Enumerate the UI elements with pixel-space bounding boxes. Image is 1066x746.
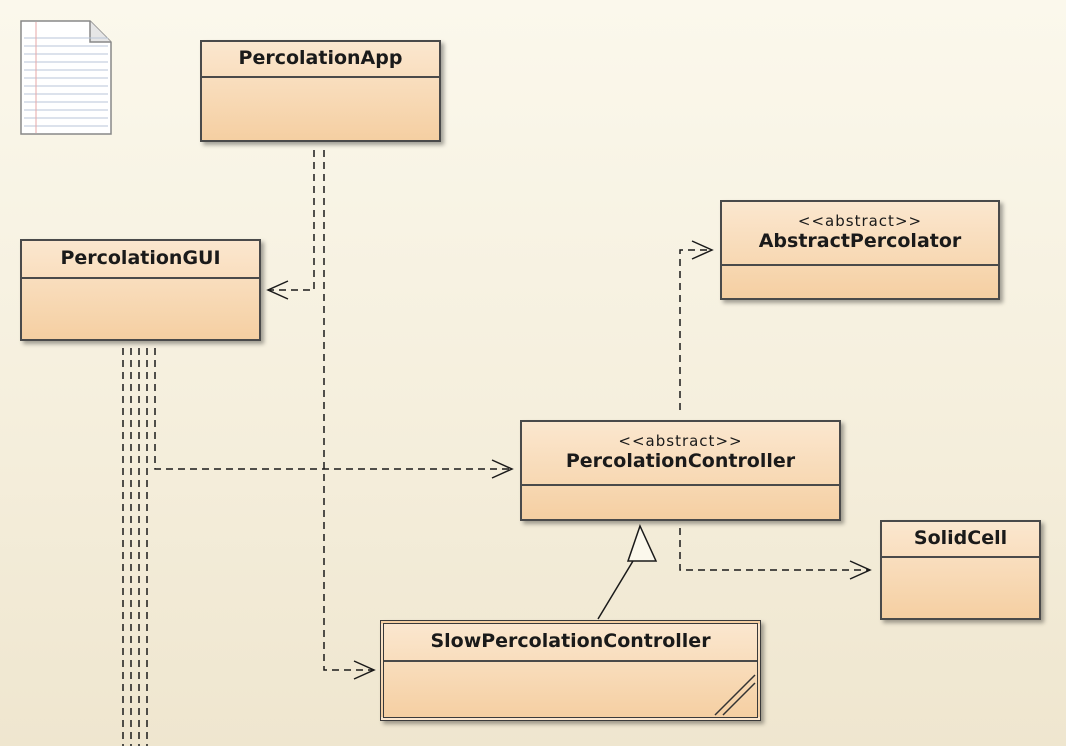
class-solid-cell[interactable]: SolidCell [880, 520, 1041, 620]
dependency-app-to-slow-controller [323, 150, 374, 671]
class-stereotype: <<abstract>> [618, 432, 743, 451]
class-name: SolidCell [913, 527, 1008, 550]
class-name: SlowPercolationController [430, 630, 711, 653]
generalization-triangle [626, 523, 658, 562]
class-header: <<abstract>> PercolationController [522, 422, 839, 486]
dependency-controller-to-solidcell [679, 528, 870, 571]
class-abstract-percolator[interactable]: <<abstract>> AbstractPercolator [720, 200, 1000, 300]
class-header: SlowPercolationController [384, 624, 757, 662]
class-name: PercolationController [565, 449, 796, 472]
class-header: PercolationApp [202, 42, 439, 78]
active-class-corner-icon [714, 674, 756, 716]
class-name: PercolationGUI [60, 247, 221, 270]
class-header: PercolationGUI [22, 241, 259, 279]
class-stereotype: <<abstract>> [797, 212, 923, 231]
generalization-line [597, 560, 634, 620]
class-name: AbstractPercolator [758, 229, 962, 252]
class-percolation-gui[interactable]: PercolationGUI [20, 239, 261, 341]
class-header: <<abstract>> AbstractPercolator [722, 202, 998, 266]
dependency-gui-to-controller [154, 348, 512, 470]
dependency-app-to-gui [268, 150, 315, 291]
arrowhead-controller [491, 459, 514, 479]
class-percolation-app[interactable]: PercolationApp [200, 40, 441, 142]
arrowhead-gui [266, 280, 289, 300]
class-percolation-controller[interactable]: <<abstract>> PercolationController [520, 420, 841, 521]
arrowhead-percolator [691, 240, 714, 260]
note-icon[interactable] [20, 20, 112, 135]
arrowhead-slow-controller [353, 660, 376, 680]
class-slow-percolation-controller[interactable]: SlowPercolationController [380, 620, 761, 721]
class-header: SolidCell [882, 522, 1039, 558]
class-name: PercolationApp [238, 47, 403, 70]
dependency-controller-to-percolator [679, 249, 712, 410]
arrowhead-solidcell [849, 560, 872, 580]
